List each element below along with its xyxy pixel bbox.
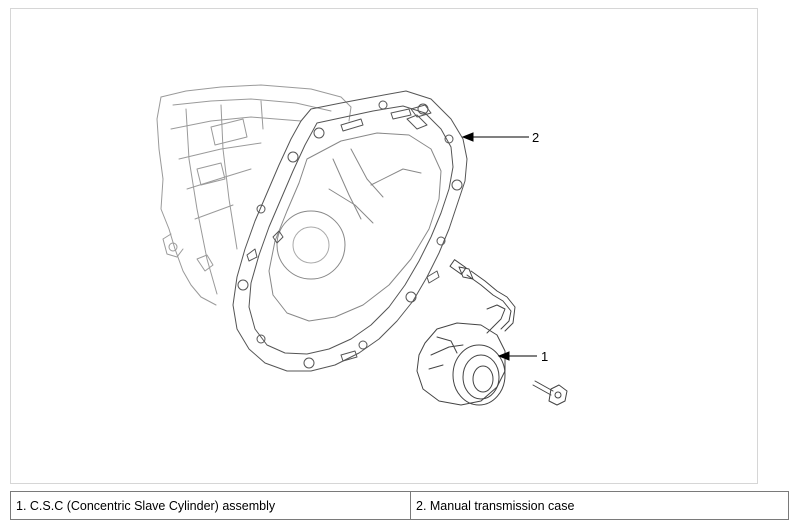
- leader-lines: [461, 132, 537, 361]
- arrowhead-1: [497, 351, 510, 361]
- callout-label-1: 1: [541, 349, 549, 364]
- bell-housing: [232, 90, 468, 372]
- parts-legend-table: 1. C.S.C (Concentric Slave Cylinder) ass…: [10, 491, 789, 520]
- callout-label-2: 2: [532, 130, 540, 145]
- transmission-illustration: [156, 84, 568, 406]
- legend-row: 1. C.S.C (Concentric Slave Cylinder) ass…: [10, 491, 789, 520]
- legend-cell-1: 1. C.S.C (Concentric Slave Cylinder) ass…: [10, 491, 411, 520]
- arrowhead-2: [461, 132, 474, 142]
- gearbox-body: [156, 84, 352, 306]
- legend-cell-2: 2. Manual transmission case: [410, 491, 789, 520]
- diagram-frame: 2 1: [10, 8, 758, 484]
- csc-assembly: [416, 259, 568, 406]
